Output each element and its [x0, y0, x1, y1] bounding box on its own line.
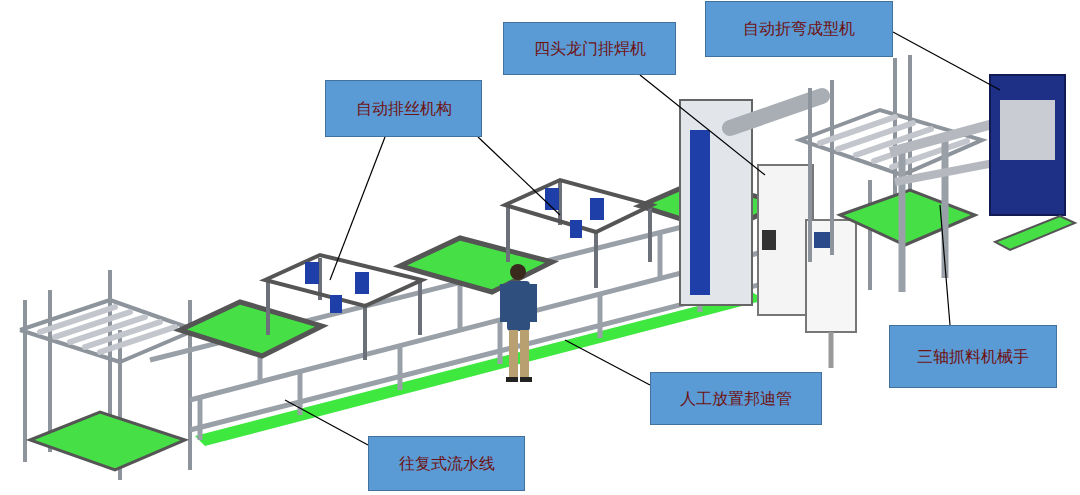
leader-line — [285, 400, 368, 445]
leader-line — [565, 340, 650, 385]
callout-label: 人工放置邦迪管 — [680, 389, 792, 408]
leader-line — [640, 75, 765, 175]
operator-figure — [500, 264, 537, 382]
left-station — [20, 270, 195, 480]
bending-machine — [990, 75, 1075, 250]
callout-label: 自动折弯成型机 — [743, 19, 855, 38]
callout-box: 四头龙门排焊机 — [503, 22, 676, 75]
leader-line — [330, 137, 385, 280]
callout-box: 自动折弯成型机 — [705, 1, 893, 57]
leader-line — [940, 205, 950, 325]
leader-line — [893, 32, 1000, 90]
leader-line — [478, 137, 560, 215]
callout-box: 人工放置邦迪管 — [650, 372, 822, 425]
callout-label: 四头龙门排焊机 — [534, 39, 646, 58]
wire-gantry — [265, 255, 422, 360]
rollers — [40, 307, 175, 352]
callout-box: 自动排丝机构 — [325, 80, 482, 137]
callout-label: 三轴抓料机械手 — [917, 347, 1029, 366]
callout-box: 三轴抓料机械手 — [889, 325, 1057, 388]
callout-label: 自动排丝机构 — [356, 99, 452, 118]
wire-gantry — [505, 180, 652, 288]
callout-box: 往复式流水线 — [368, 436, 525, 491]
callout-label: 往复式流水线 — [399, 454, 495, 473]
